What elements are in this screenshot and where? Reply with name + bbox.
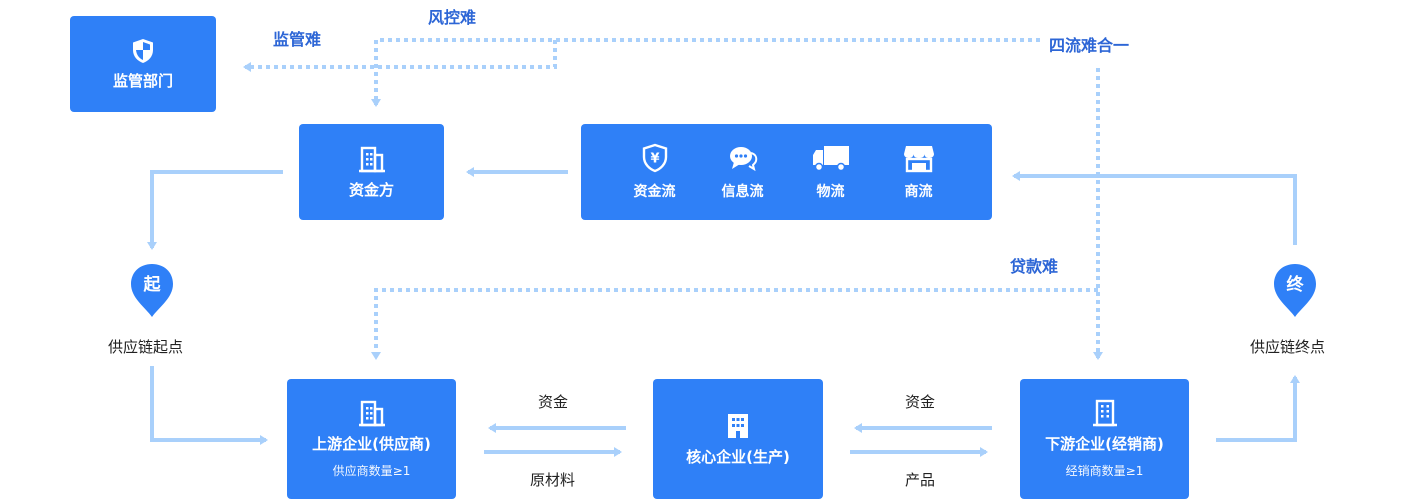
- downstream-to-end-line: [1216, 375, 1300, 442]
- downstream-label: 下游企业(经销商): [1045, 435, 1164, 453]
- start-to-upstream-line: [150, 366, 268, 445]
- funder-node: 资金方: [299, 124, 444, 220]
- upstream-label: 上游企业(供应商): [312, 435, 431, 453]
- end-pin: 终: [1272, 262, 1318, 318]
- dotted-regulation-line: [243, 40, 557, 72]
- shield-icon: [131, 38, 155, 64]
- flow-label: 资金流: [633, 184, 676, 200]
- regulator-label: 监管部门: [112, 71, 173, 90]
- flow-item-info: 信息流: [713, 143, 773, 201]
- core-label: 核心企业(生产): [686, 447, 790, 466]
- edge-label-core-down-bottom: 产品: [905, 471, 936, 489]
- edge-label-up-core-bottom: 原材料: [530, 471, 576, 489]
- yuan-shield-icon: ¥: [641, 143, 669, 173]
- svg-text:¥: ¥: [650, 152, 659, 167]
- start-label: 供应链起点: [108, 338, 184, 356]
- building-icon: [1092, 399, 1118, 427]
- chat-icon: [728, 143, 758, 173]
- end-label: 供应链终点: [1250, 338, 1326, 356]
- edge-label-core-down-top: 资金: [905, 393, 936, 411]
- funder-to-start-line: [147, 170, 283, 250]
- funder-label: 资金方: [348, 180, 394, 199]
- regulator-node: 监管部门: [70, 16, 216, 112]
- flow-label: 物流: [816, 184, 845, 200]
- risk-control-hard-label: 风控难: [428, 8, 477, 27]
- dotted-loan-line: [371, 288, 1098, 360]
- end-pin-text: 终: [1286, 275, 1304, 295]
- downstream-sub-label: 经销商数量≥1: [1065, 464, 1144, 478]
- edge-label-up-core-top: 资金: [538, 393, 569, 411]
- flow-item-funds: ¥ 资金流: [625, 143, 685, 201]
- four-flows-node: ¥ 资金流 信息流 物流 商流: [581, 124, 992, 220]
- store-icon: [903, 143, 935, 173]
- truck-icon: [811, 143, 851, 173]
- downstream-node: 下游企业(经销商) 经销商数量≥1: [1020, 379, 1189, 499]
- regulation-hard-label: 监管难: [273, 30, 322, 49]
- dotted-top-line: [371, 38, 1040, 107]
- start-pin: 起: [129, 262, 175, 318]
- four-flows-hard-label: 四流难合一: [1049, 36, 1130, 55]
- end-to-flows-line: [1012, 171, 1297, 245]
- flow-item-commerce: 商流: [889, 143, 949, 201]
- building-icon: [358, 399, 385, 427]
- flow-label: 商流: [904, 184, 933, 200]
- flow-item-logistics: 物流: [801, 143, 861, 201]
- building-icon: [725, 412, 751, 440]
- upstream-sub-label: 供应商数量≥1: [332, 464, 411, 478]
- building-icon: [358, 145, 385, 173]
- start-pin-text: 起: [143, 275, 161, 295]
- loan-hard-label: 贷款难: [1010, 257, 1059, 276]
- core-node: 核心企业(生产): [653, 379, 823, 499]
- upstream-node: 上游企业(供应商) 供应商数量≥1: [287, 379, 456, 499]
- flow-label: 信息流: [721, 184, 764, 200]
